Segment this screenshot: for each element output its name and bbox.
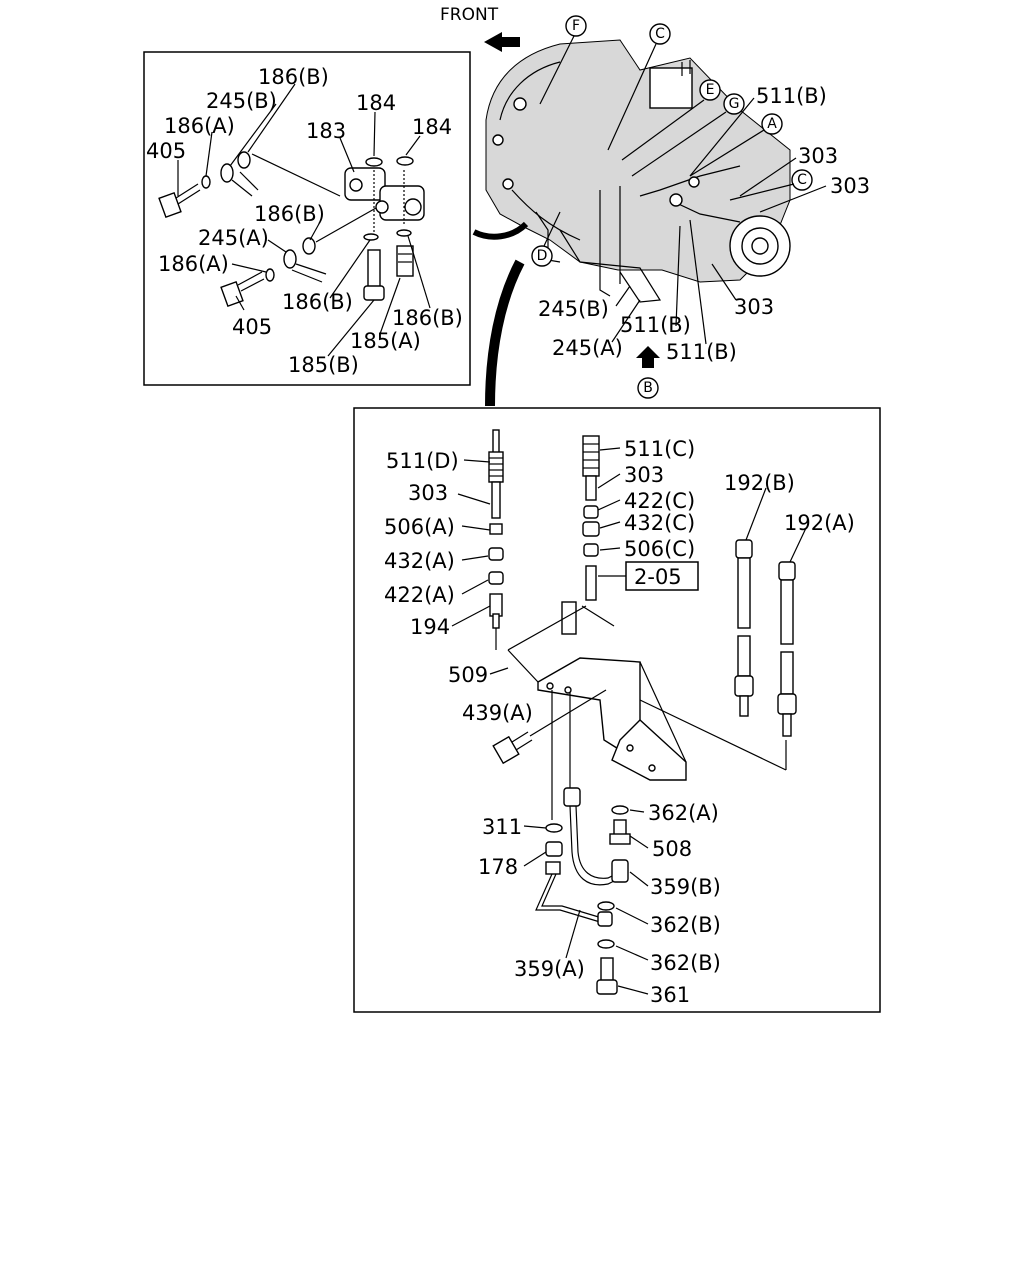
label-303-c: 303 — [734, 295, 774, 319]
label-359b: 359(B) — [650, 875, 721, 899]
label-183: 183 — [306, 119, 346, 143]
letter-markers: F C E G A C D — [531, 15, 813, 267]
label-303-b: 303 — [830, 174, 870, 198]
studs-185 — [363, 229, 414, 301]
marker-f — [565, 15, 587, 37]
svg-text:B: B — [643, 380, 653, 396]
svg-text:C: C — [797, 172, 807, 188]
detail-leaders — [177, 83, 431, 357]
label-192a: 192(A) — [784, 511, 855, 535]
marker-c-right — [791, 169, 813, 191]
cable-511c — [582, 435, 600, 601]
label-245a-assembly: 245(A) — [552, 336, 623, 360]
label-506c: 506(C) — [624, 537, 695, 561]
svg-text:F: F — [572, 18, 580, 34]
bolt-439a — [492, 689, 607, 765]
view-b-indicator: B — [636, 346, 660, 399]
label-303-a: 303 — [798, 144, 838, 168]
label-186a-top: 186(A) — [164, 114, 235, 138]
label-506a: 506(A) — [384, 515, 455, 539]
label-185a: 185(A) — [350, 329, 421, 353]
bracket-509 — [507, 605, 687, 781]
fitting-245a — [220, 207, 377, 308]
label-422c: 422(C) — [624, 489, 695, 513]
marker-c-top — [649, 23, 671, 45]
label-422a: 422(A) — [384, 583, 455, 607]
marker-b — [637, 377, 659, 399]
label-432a: 432(A) — [384, 549, 455, 573]
fitting-311 — [545, 823, 563, 833]
label-184-a: 184 — [356, 91, 396, 115]
label-508: 508 — [652, 837, 692, 861]
pipe-359a — [535, 861, 613, 927]
front-arrow-icon — [484, 32, 520, 52]
label-359a: 359(A) — [514, 957, 585, 981]
label-245b-assembly: 245(B) — [538, 297, 609, 321]
label-311: 311 — [482, 815, 522, 839]
detail-panel: 186(B) 245(B) 186(A) 405 183 184 184 186… — [143, 51, 471, 386]
marker-g — [723, 93, 745, 115]
hose-192a — [777, 561, 797, 737]
washer-362a — [611, 805, 629, 815]
detail-frame — [143, 51, 471, 386]
label-186a-bot: 186(A) — [158, 252, 229, 276]
bottom-frame — [353, 407, 881, 1013]
label-439a: 439(A) — [462, 701, 533, 725]
label-186b-top: 186(B) — [258, 65, 329, 89]
svg-text:C: C — [655, 26, 665, 42]
label-185b: 185(B) — [288, 353, 359, 377]
ref-box-label: 2-05 — [634, 565, 682, 589]
washers-362b — [597, 901, 615, 949]
marker-a — [761, 113, 783, 135]
fitting-508 — [609, 819, 631, 845]
label-303-left: 303 — [408, 481, 448, 505]
label-511c: 511(C) — [624, 437, 695, 461]
front-indicator: FRONT — [440, 5, 520, 52]
label-245a: 245(A) — [198, 226, 269, 250]
label-511b-mid: 511(B) — [620, 313, 691, 337]
label-303-right: 303 — [624, 463, 664, 487]
label-405-top: 405 — [146, 139, 186, 163]
label-511b-bot: 511(B) — [666, 340, 737, 364]
bolt-361 — [596, 957, 618, 995]
bottom-panel: 2-05 511(D) 303 506(A) 432(A) 422(A) 194… — [353, 407, 881, 1013]
front-label: FRONT — [440, 5, 499, 25]
bolt-194 — [561, 601, 577, 635]
cable-511d — [488, 429, 504, 629]
svg-text:E: E — [706, 82, 715, 98]
label-511d: 511(D) — [386, 449, 459, 473]
svg-text:G: G — [729, 96, 740, 112]
label-432c: 432(C) — [624, 511, 695, 535]
view-arrow-icon — [636, 346, 660, 368]
label-178: 178 — [478, 855, 518, 879]
label-361: 361 — [650, 983, 690, 1007]
label-511b-top: 511(B) — [756, 84, 827, 108]
label-194: 194 — [410, 615, 450, 639]
label-186b-right: 186(B) — [392, 306, 463, 330]
svg-text:A: A — [767, 116, 777, 132]
label-362b-b: 362(B) — [650, 951, 721, 975]
label-186b-mid: 186(B) — [254, 202, 325, 226]
label-245b: 245(B) — [206, 89, 277, 113]
label-509: 509 — [448, 663, 488, 687]
assembly-callouts: 511(B) 303 303 303 245(B) 511(B) 245(A) … — [538, 84, 870, 364]
svg-text:D: D — [537, 248, 548, 264]
marker-d — [531, 245, 553, 267]
label-192b: 192(B) — [724, 471, 795, 495]
union-183 — [344, 156, 425, 232]
transmission-assembly — [472, 39, 791, 407]
label-362a: 362(A) — [648, 801, 719, 825]
label-405-bot: 405 — [232, 315, 272, 339]
marker-e — [699, 79, 721, 101]
label-184-b: 184 — [412, 115, 452, 139]
label-186b-low: 186(B) — [282, 290, 353, 314]
bottom-leaders — [451, 447, 807, 995]
reference-2-05[interactable]: 2-05 — [625, 561, 699, 591]
nut-178 — [545, 841, 563, 857]
hose-192b — [734, 539, 754, 717]
bolt-405-top — [158, 151, 341, 219]
label-362b-a: 362(B) — [650, 913, 721, 937]
pipe-359b — [563, 787, 629, 886]
